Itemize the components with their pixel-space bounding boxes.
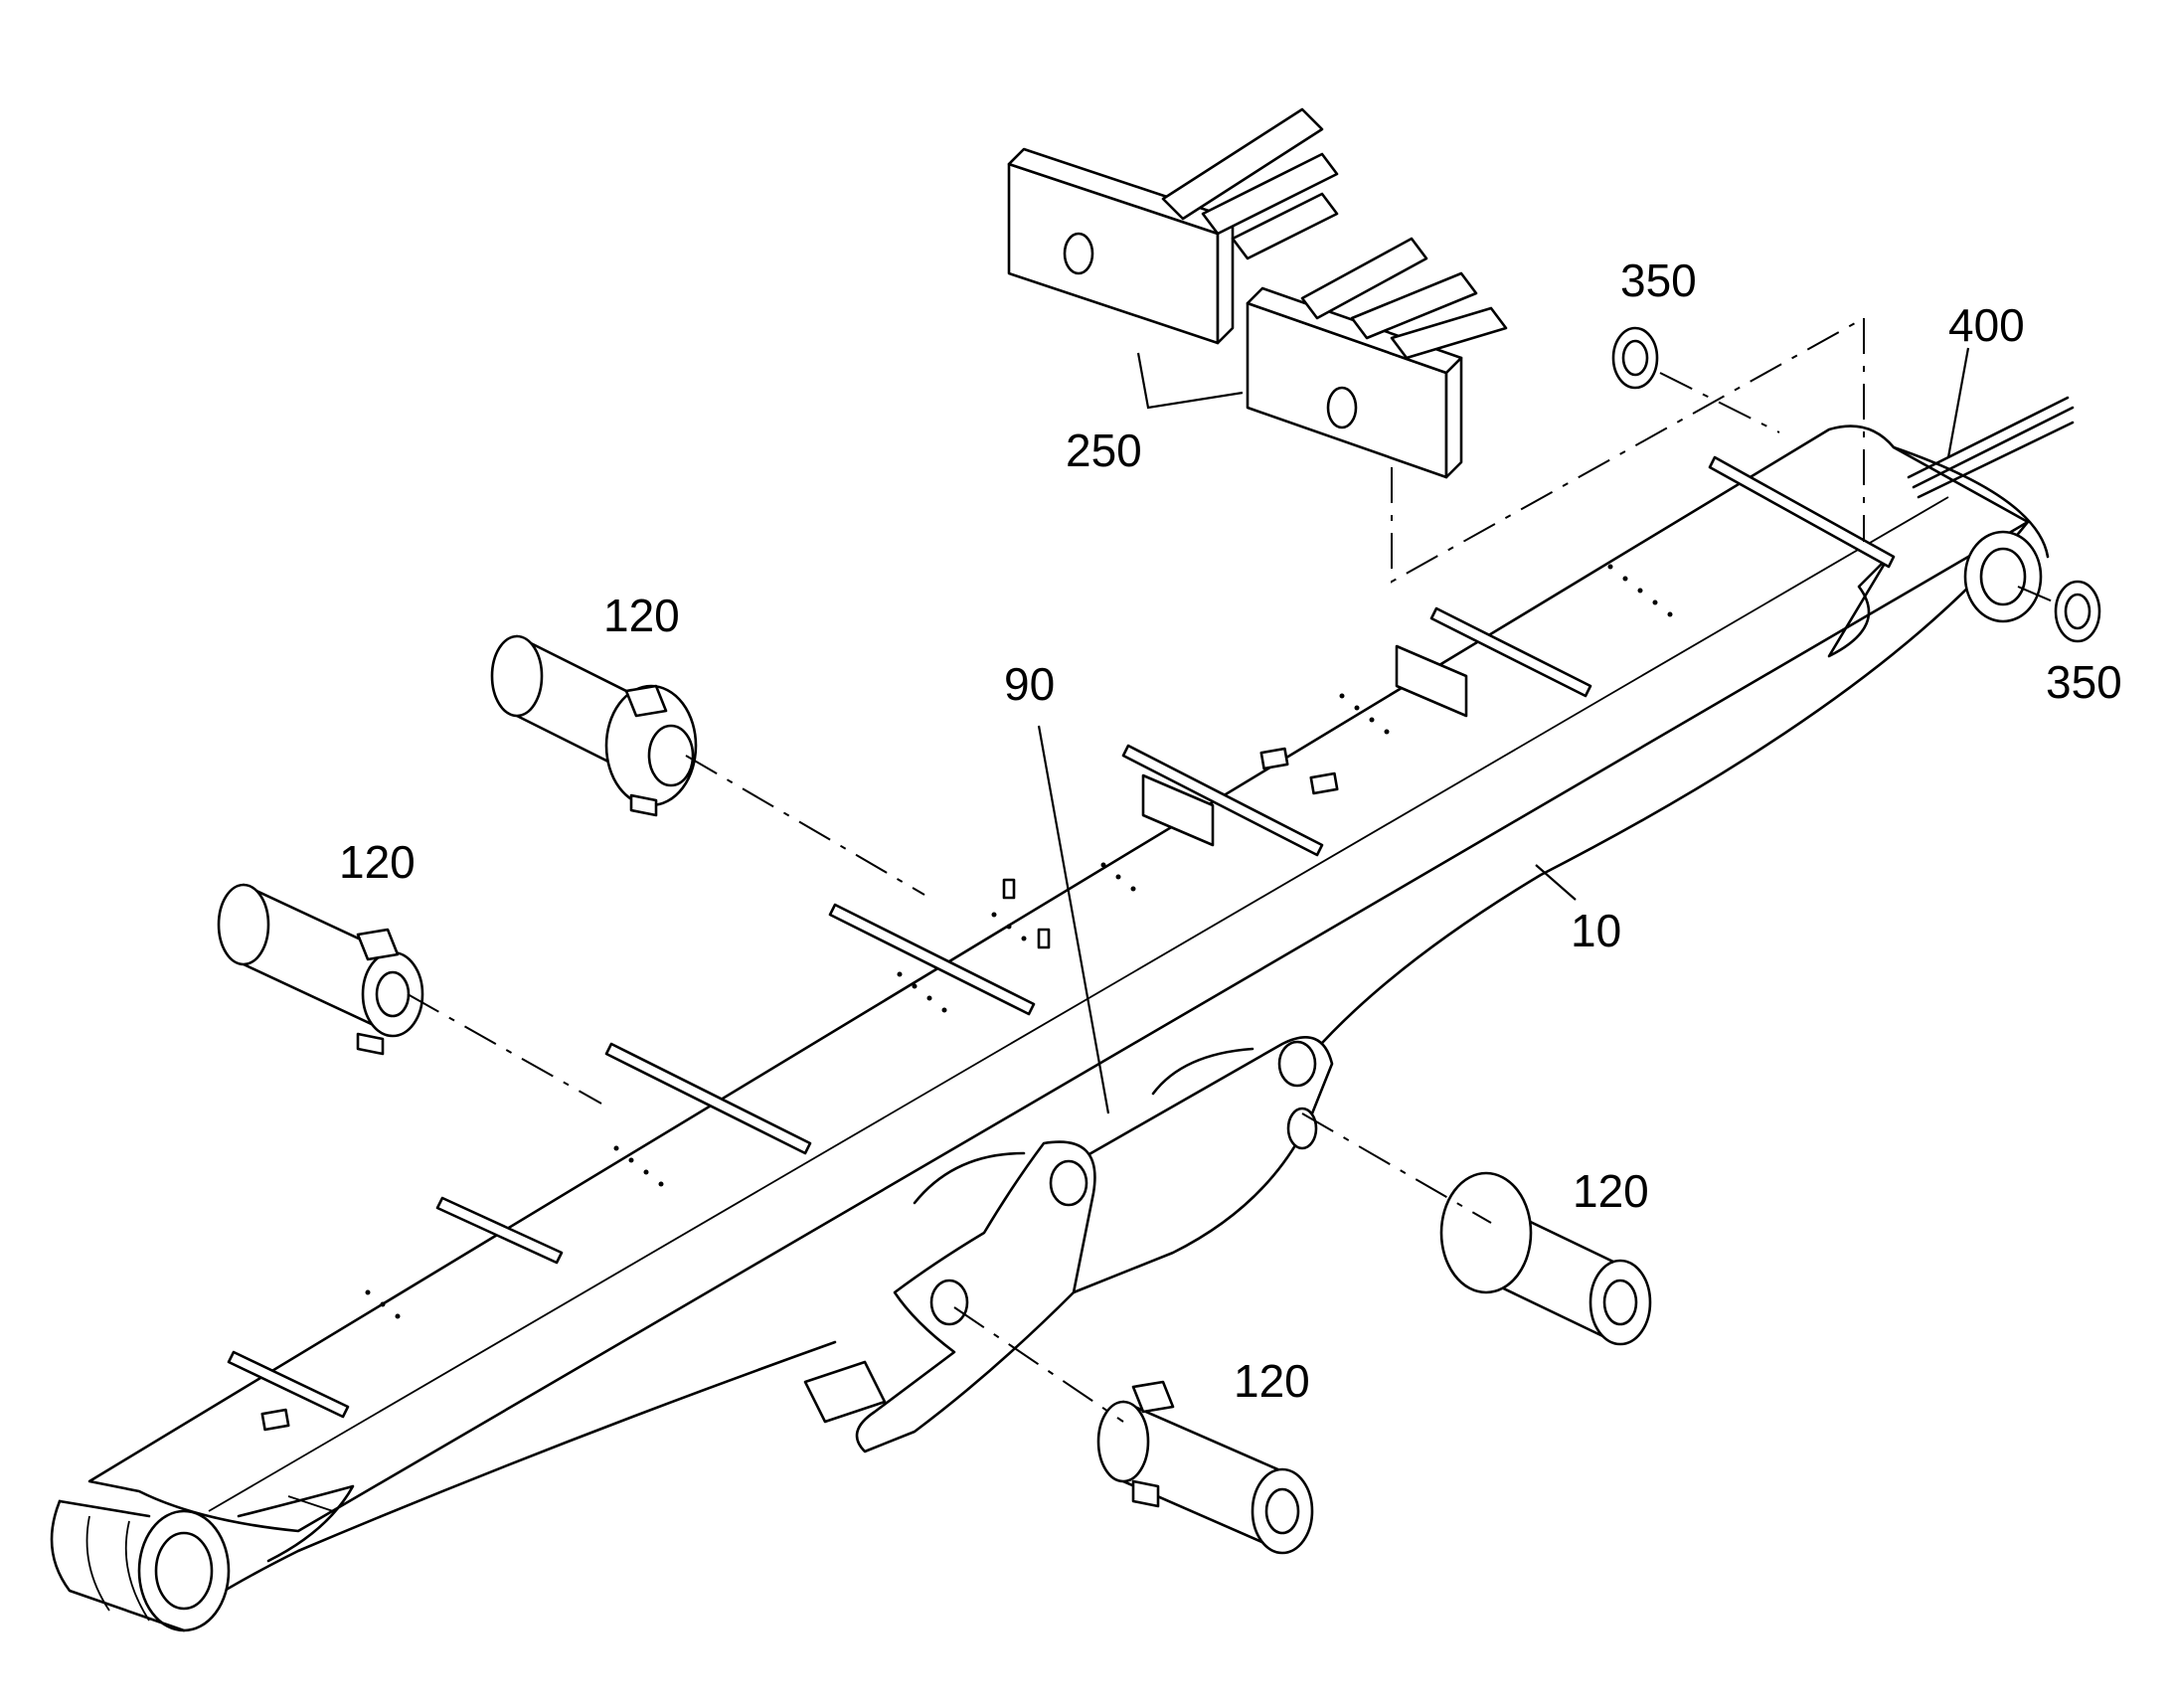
pin-lower bbox=[1096, 1380, 1314, 1555]
hose-line bbox=[1907, 396, 2075, 499]
callout-pin-upper-left: 120 bbox=[603, 590, 680, 641]
callout-washer-right: 350 bbox=[2046, 656, 2122, 708]
callout-bracket: 90 bbox=[1004, 658, 1055, 710]
callout-pin-right: 120 bbox=[1573, 1165, 1649, 1217]
pin-right bbox=[1439, 1171, 1652, 1346]
callout-pin-left: 120 bbox=[339, 836, 416, 888]
callout-hose-blocks: 250 bbox=[1066, 425, 1142, 476]
pin-left bbox=[217, 883, 424, 1056]
leader-lines bbox=[1037, 347, 1970, 1114]
bracket bbox=[803, 1036, 1334, 1453]
hose-block-upper bbox=[1007, 107, 1339, 345]
callout-boom: 10 bbox=[1571, 905, 1621, 956]
washer-right bbox=[2054, 580, 2101, 643]
hose-block-lower bbox=[1246, 237, 1508, 479]
callout-washer-top: 350 bbox=[1620, 255, 1697, 306]
callout-hose-line: 400 bbox=[1948, 299, 2025, 351]
pin-upper-left bbox=[490, 634, 698, 817]
assembly-lines bbox=[407, 317, 2054, 1423]
washer-top bbox=[1611, 326, 1659, 390]
clamp-strips bbox=[227, 455, 1896, 1432]
callout-pin-lower: 120 bbox=[1234, 1355, 1310, 1407]
boom bbox=[50, 425, 2050, 1632]
